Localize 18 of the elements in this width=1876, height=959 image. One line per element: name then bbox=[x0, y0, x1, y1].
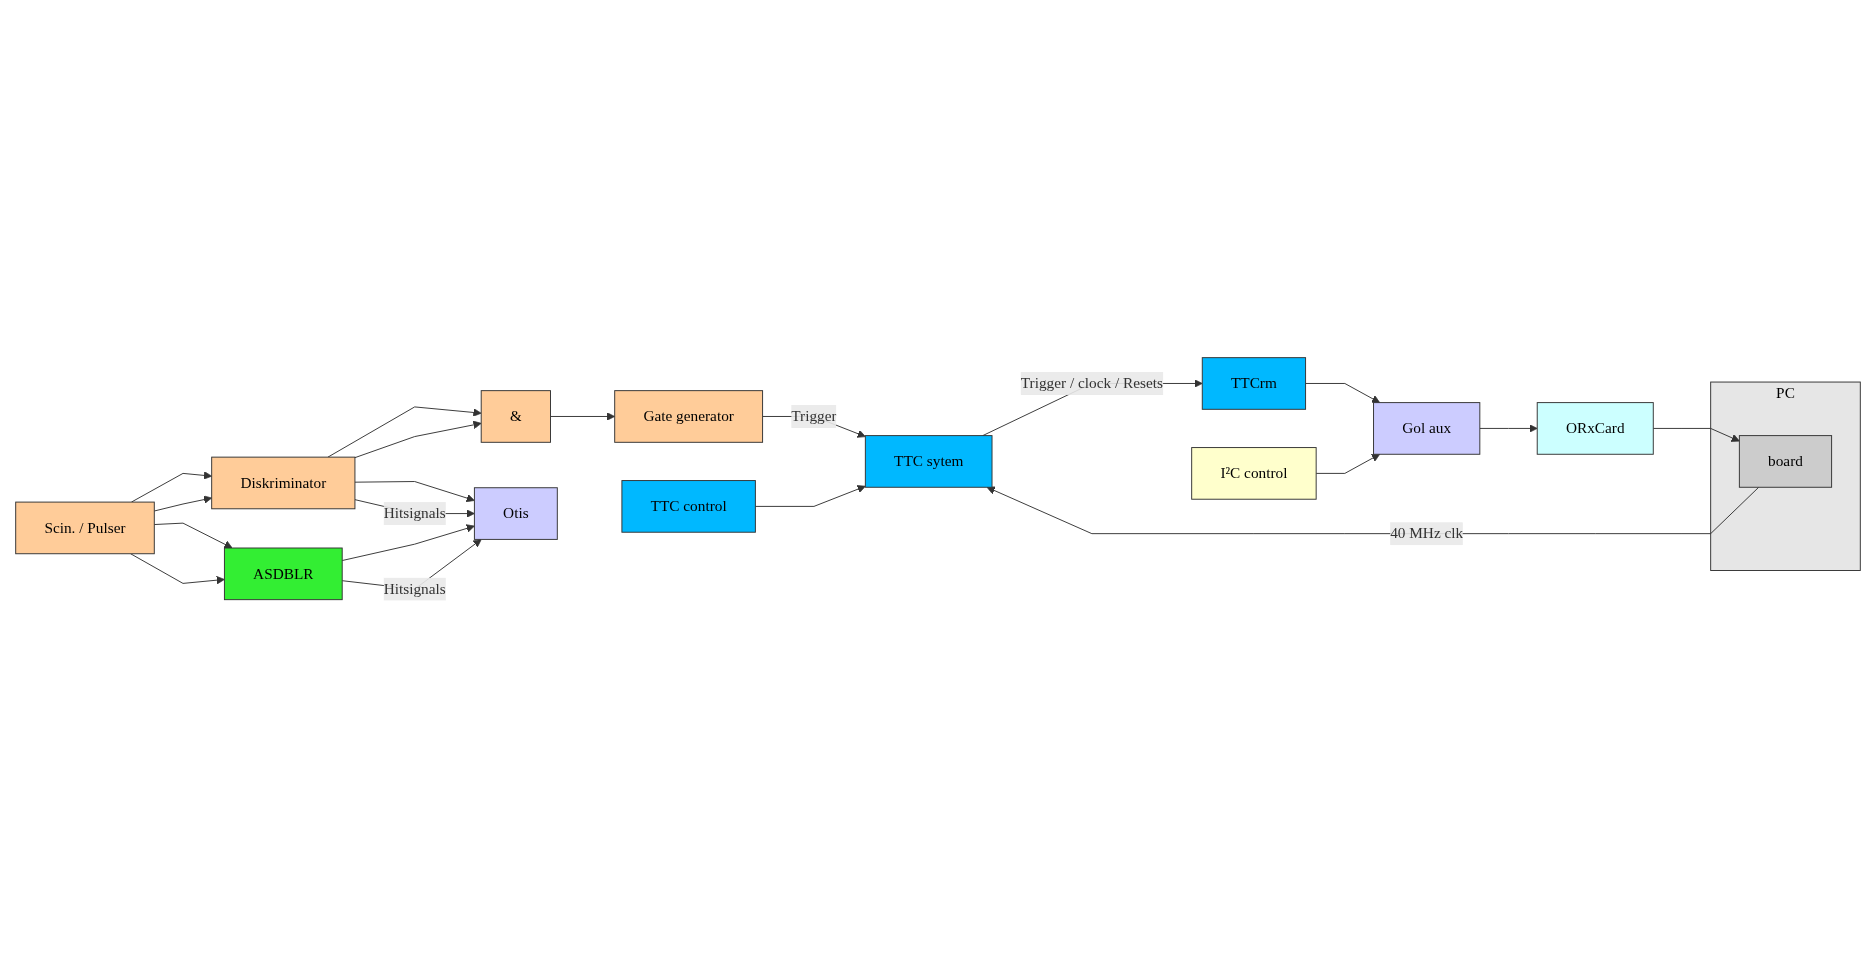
edge-label: Trigger / clock / Resets bbox=[1020, 375, 1163, 392]
node-box: & bbox=[480, 390, 551, 444]
edge-label: Hitsignals bbox=[383, 505, 446, 522]
edge-label: Trigger bbox=[791, 408, 837, 425]
node-box: TTC control bbox=[621, 480, 756, 534]
edge-label: Hitsignals bbox=[383, 580, 446, 598]
node-box: Otis bbox=[473, 487, 558, 541]
node-box: Gol aux bbox=[1373, 402, 1481, 456]
node-box: TTC sytem bbox=[864, 435, 993, 489]
node-box: Scin. / Pulser bbox=[15, 501, 155, 555]
node-box: Gate generator bbox=[614, 390, 764, 444]
node-box: I²C control bbox=[1191, 447, 1317, 501]
node-box: board bbox=[1738, 435, 1833, 489]
node-box: TTCrm bbox=[1201, 357, 1307, 411]
node-box: ASDBLR bbox=[223, 547, 343, 601]
edge-label: 40 MHz clk bbox=[1390, 525, 1464, 542]
node-box: ORxCard bbox=[1536, 402, 1654, 456]
node-box: Diskriminator bbox=[211, 457, 356, 510]
